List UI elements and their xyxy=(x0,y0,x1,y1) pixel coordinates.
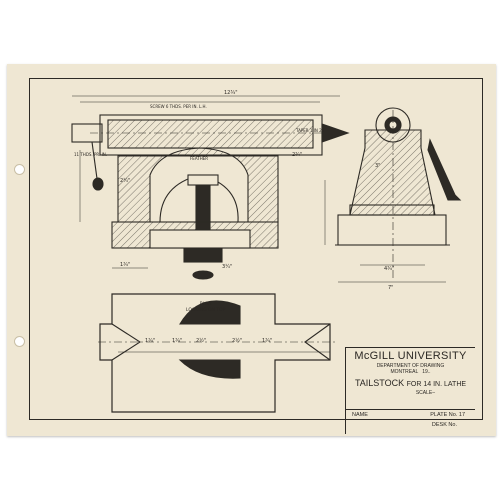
name-plate-row: NAME PLATE No. 17 xyxy=(346,409,475,420)
drawing-title-main: TAILSTOCK xyxy=(354,378,405,388)
plan-dimension-3: 2½" xyxy=(196,338,207,344)
punch-hole-top xyxy=(14,164,25,175)
drawing-title: TAILSTOCK FOR 14 IN. LATHE xyxy=(346,378,475,388)
punch-hole-bottom xyxy=(14,336,25,347)
side-elevation-view xyxy=(71,95,350,280)
city-name: MONTREAL xyxy=(390,369,419,375)
screw-note: SCREW 6 THDS. PER IN. L.H. xyxy=(150,104,207,109)
city-year: MONTREAL 19.. xyxy=(346,369,475,375)
dimension-overall-length: 12¾" xyxy=(224,90,238,96)
plate-number: PLATE No. 17 xyxy=(430,412,465,418)
plan-dimension-4: 2½" xyxy=(232,338,243,344)
plan-label-line2: LOOKING ON TOP xyxy=(186,308,226,313)
plan-dimension-1: 1¾" xyxy=(145,338,156,344)
plan-dimension-5: 1¾" xyxy=(262,338,273,344)
university-name: McGILL UNIVERSITY xyxy=(354,350,467,362)
year-field: 19.. xyxy=(422,369,431,375)
dimension-misc-4: 1¾" xyxy=(120,262,131,268)
taper-note: TAPER 1 IN 20 xyxy=(296,128,325,133)
dimension-misc-2: 3¼" xyxy=(222,264,233,270)
dimension-misc-3: 3" xyxy=(375,163,381,169)
department-name: DEPARTMENT OF DRAWING xyxy=(376,363,445,369)
drawing-border xyxy=(29,78,483,420)
name-field: NAME xyxy=(352,412,368,418)
plan-dimension-2: 1¾" xyxy=(172,338,183,344)
end-elevation-view xyxy=(324,107,462,283)
dimension-base-length: 4¾" xyxy=(384,266,395,272)
dimension-misc-1: 2¼" xyxy=(120,178,131,184)
plan-label-line1: PLAN xyxy=(199,302,212,307)
feather-note: FEATHER xyxy=(190,156,209,161)
plan-view xyxy=(98,293,336,413)
thread-note: 11 THDS. PR. IN. xyxy=(74,152,108,157)
drawing-title-sub: FOR 14 IN. LATHE xyxy=(406,381,467,388)
plan-view-label: PLAN LOOKING ON TOP xyxy=(186,302,225,314)
title-block: McGILL UNIVERSITY DEPARTMENT OF DRAWING … xyxy=(345,347,475,434)
dimension-base-width: 7" xyxy=(388,285,394,291)
dimension-misc-5: 2¾" xyxy=(292,152,303,158)
desk-number: DESK No. xyxy=(431,422,457,428)
scale-field: SCALE– xyxy=(415,390,435,396)
